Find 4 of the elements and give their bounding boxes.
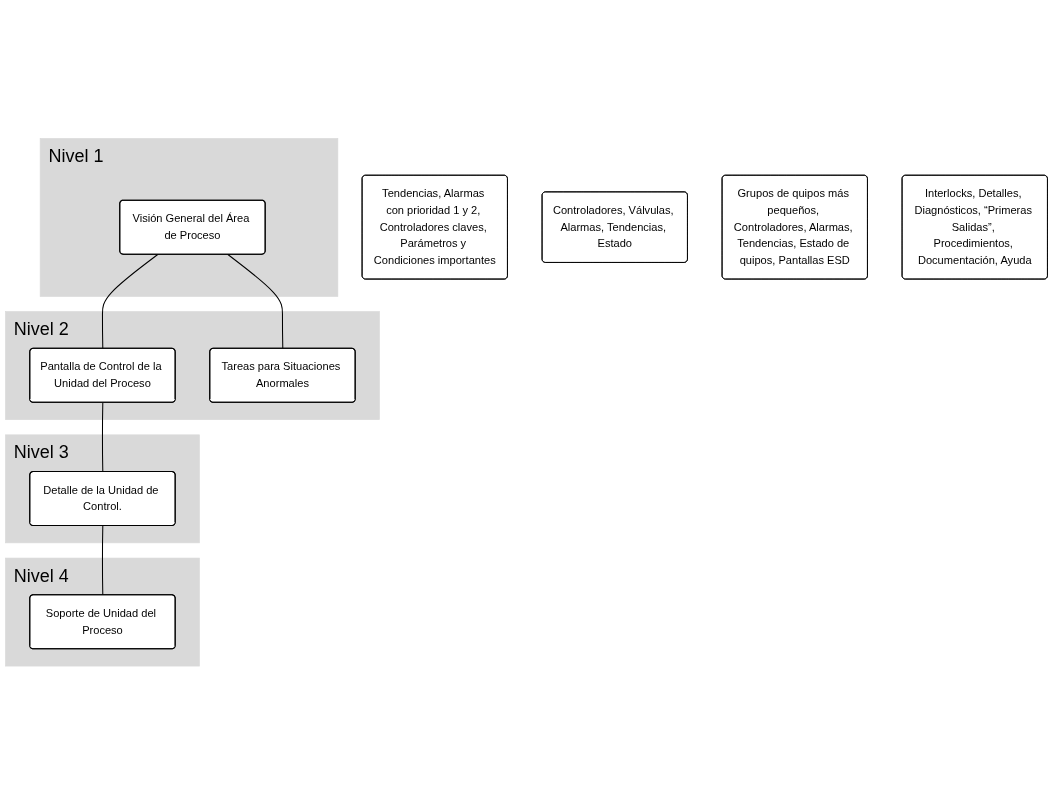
connector bbox=[101, 401, 104, 473]
connector bbox=[101, 525, 104, 596]
connector bbox=[101, 253, 159, 349]
connector bbox=[227, 253, 284, 349]
